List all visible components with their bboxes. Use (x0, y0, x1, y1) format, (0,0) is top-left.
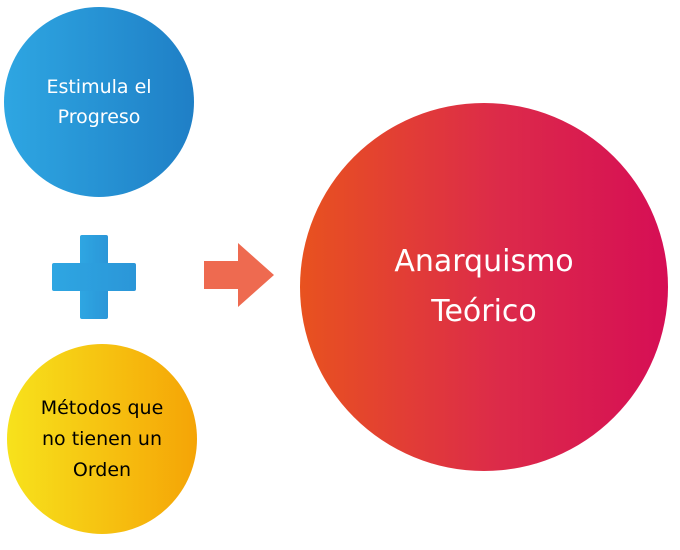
right-arrow-icon (204, 243, 274, 307)
estimula-progreso-circle: Estimula el Progreso (4, 7, 194, 197)
anarquismo-teorico-circle: Anarquismo Teórico (300, 103, 668, 471)
plus-horizontal-bar (52, 263, 136, 291)
metodos-sin-orden-label: Métodos que no tienen un Orden (40, 396, 164, 481)
plus-icon (52, 235, 136, 319)
metodos-sin-orden-circle: Métodos que no tienen un Orden (7, 344, 197, 534)
estimula-progreso-label: Estimula el Progreso (46, 76, 152, 128)
anarquismo-teorico-label: Anarquismo Teórico (394, 244, 574, 329)
